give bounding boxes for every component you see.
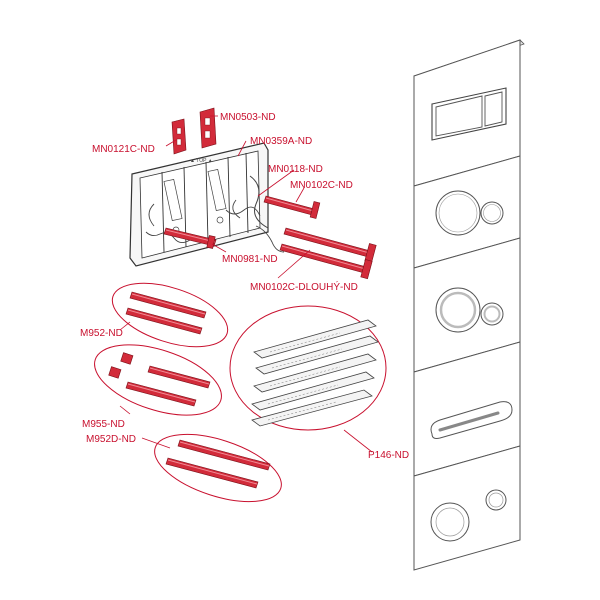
rod-mn0102c-long[interactable] — [279, 227, 377, 280]
label-mn0102c: MN0102C-ND — [290, 180, 353, 191]
group-p146[interactable] — [229, 305, 387, 431]
group-m955[interactable] — [86, 331, 230, 429]
label-mn0503: MN0503-ND — [220, 112, 276, 123]
rod-mn0981[interactable] — [163, 227, 217, 249]
rod-mn0102c[interactable] — [263, 195, 321, 219]
group-m952d[interactable] — [147, 421, 290, 515]
flush-plate-round-buttons[interactable] — [413, 155, 521, 269]
label-mn0118: MN0118-ND — [268, 164, 323, 175]
label-m955: M955-ND — [82, 419, 125, 430]
round-button-pair-icon — [435, 190, 504, 236]
flush-plate-small-round-buttons[interactable] — [413, 445, 521, 571]
template-sheet-stack — [251, 319, 379, 427]
leader-lines — [119, 115, 373, 453]
small-round-button-pair-icon — [430, 489, 507, 542]
flush-plate-ring-buttons[interactable] — [413, 237, 521, 373]
label-p146: P146-ND — [368, 450, 409, 461]
flush-plate-rectangular-buttons[interactable] — [413, 39, 525, 187]
svg-text:▲ TOP ▲: ▲ TOP ▲ — [190, 158, 213, 164]
rectangular-button-pair-icon — [431, 87, 507, 141]
group-m952[interactable] — [105, 271, 236, 359]
ring-button-pair-icon — [435, 287, 504, 333]
label-m952d: M952D-ND — [86, 434, 136, 445]
label-mn0102c-long: MN0102C-DLOUHÝ-ND — [250, 280, 358, 293]
oval-button-icon — [430, 401, 513, 439]
part-labels: MN0503-ND MN0121C-ND MN0359A-ND MN0118-N… — [80, 112, 409, 461]
label-mn0121c: MN0121C-ND — [92, 144, 155, 155]
flush-plate-panels — [413, 39, 525, 571]
label-mn0359a: MN0359A-ND — [250, 136, 312, 147]
bracket-mn0121c[interactable] — [171, 118, 187, 155]
label-m952: M952-ND — [80, 328, 123, 339]
label-mn0981: MN0981-ND — [222, 254, 278, 265]
bracket-mn0503[interactable] — [199, 107, 217, 149]
